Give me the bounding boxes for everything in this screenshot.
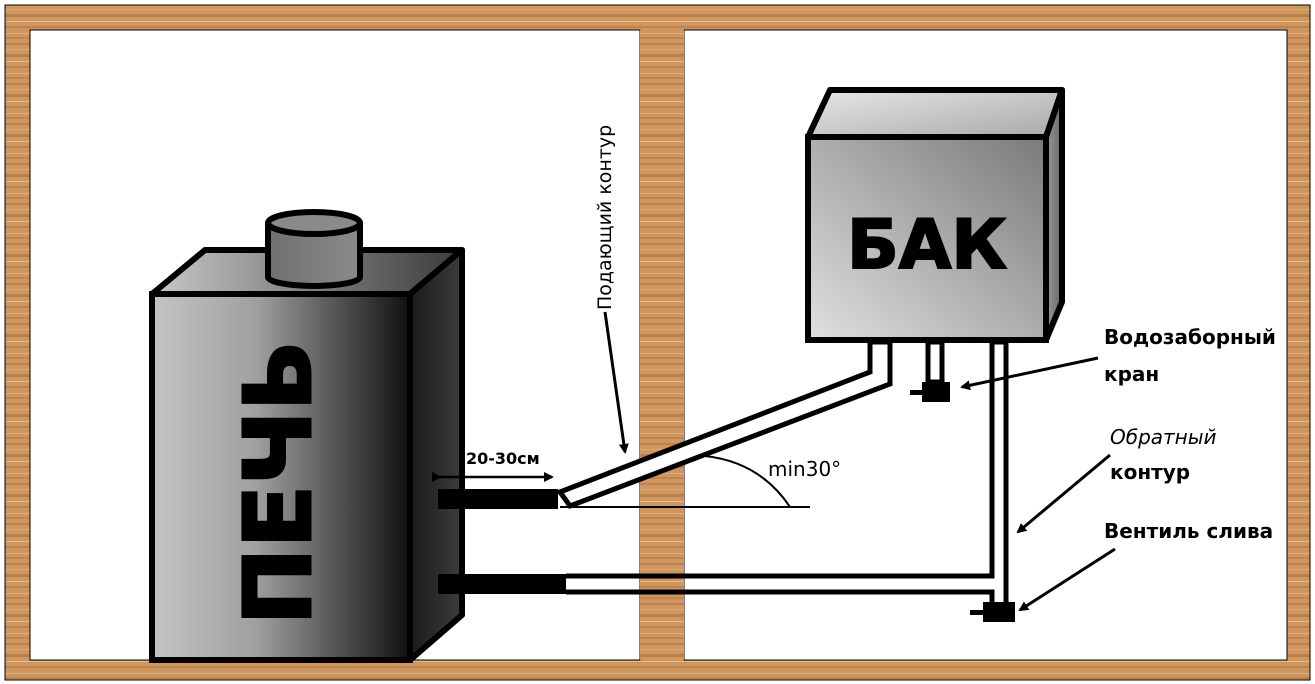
angle-label: min30°: [768, 457, 841, 481]
drain-valve: [970, 602, 1015, 622]
return-pipe-stub: [438, 574, 566, 594]
tank-front: [805, 134, 1049, 343]
distance-label: 20-30см: [466, 449, 540, 468]
stove: ПЕЧЬ: [149, 209, 465, 663]
supply-circuit-arrow: [603, 311, 629, 454]
angle-arc: [704, 455, 791, 508]
return-circuit-label-2: контур: [1110, 460, 1190, 484]
stove-label: ПЕЧЬ: [225, 341, 332, 625]
return-circuit-arrow: [1016, 453, 1111, 534]
return-circuit-label-1: Обратный: [1110, 425, 1217, 449]
tank: БАК: [805, 87, 1065, 343]
chimney: [265, 209, 363, 289]
water-tap-label-1: Водозаборный: [1104, 325, 1276, 349]
dividing-wall: [640, 30, 684, 660]
water-tap: [910, 339, 950, 402]
drain-valve-label: Вентиль слива: [1104, 519, 1273, 543]
stove-side: [407, 247, 465, 663]
tank-label: БАК: [847, 206, 1007, 285]
supply-circuit-label: Подающий контур: [594, 125, 616, 310]
water-tap-valve: [922, 382, 950, 402]
stove-front: [149, 291, 413, 663]
return-pipe: [438, 339, 1009, 606]
supply-pipe-stub: [438, 489, 558, 509]
water-tap-label-2: кран: [1104, 362, 1159, 386]
tank-top: [805, 87, 1065, 140]
drain-valve-arrow: [1018, 547, 1116, 612]
water-tap-arrow: [960, 356, 1099, 391]
